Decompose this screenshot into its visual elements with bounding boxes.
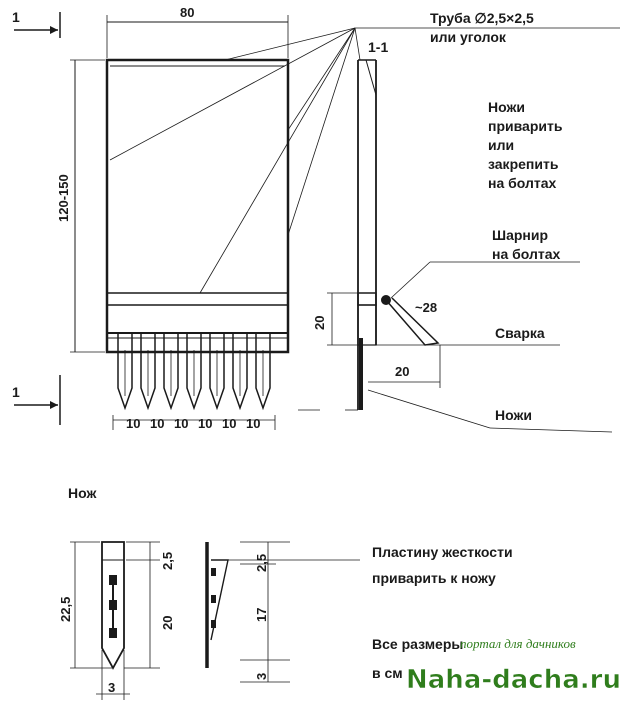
knives-fix-line2: приварить — [488, 118, 563, 134]
watermark: портал для дачников Naha-dacha.ru — [406, 636, 620, 695]
knife-dim-top: 2,5 — [160, 552, 175, 570]
knife-front-outline — [101, 541, 125, 670]
units-note-line2: в см — [372, 665, 403, 681]
pipe-callout-line1: Труба ∅2,5×2,5 — [430, 10, 534, 26]
knife-detail: Нож 22,5 2,5 20 3 — [58, 485, 513, 700]
section-view: 1-1 20 ~28 20 — [298, 39, 613, 433]
frame-outline — [105, 58, 290, 354]
plate-note-line2: приварить к ножу — [372, 570, 496, 586]
knife — [186, 333, 202, 411]
knives-fix-line3: или — [488, 137, 514, 153]
spacing-dim: 10 — [198, 416, 212, 431]
watermark-tagline: портал для дачников — [460, 636, 576, 651]
knives-row — [117, 333, 271, 411]
plate-note-line1: Пластину жесткости — [372, 544, 513, 560]
section-dim-height: 20 — [312, 316, 327, 330]
spacing-dim: 10 — [150, 416, 164, 431]
side-dim-top: 2,5 — [254, 554, 269, 572]
knife-dim-body: 20 — [160, 616, 175, 630]
hinge-callout-line2: на болтах — [492, 246, 561, 262]
height-dim-label: 120-150 — [56, 174, 71, 222]
pipe-leaders — [109, 27, 620, 294]
knives-callout: Ножи — [495, 407, 532, 423]
spacing-dim: 10 — [126, 416, 140, 431]
spacing-dim: 10 — [174, 416, 188, 431]
side-dim-mid: 17 — [254, 608, 269, 622]
knife-detail-title: Нож — [68, 485, 97, 501]
pipe-callout-line2: или уголок — [430, 29, 507, 45]
watermark-site: Naha-dacha.ru — [406, 665, 620, 695]
section-dim-angle: ~28 — [415, 300, 437, 315]
knife — [255, 333, 271, 411]
section-mark-bottom: 1 — [12, 384, 20, 400]
knife — [140, 333, 156, 411]
front-view: 80 120-150 1 1 10 10 10 10 10 10 — [12, 5, 620, 431]
knife-dim-width: 3 — [108, 680, 115, 695]
knife — [163, 333, 179, 411]
knife — [232, 333, 248, 411]
spacing-dim: 10 — [246, 416, 260, 431]
spacing-dim: 10 — [222, 416, 236, 431]
knives-fix-line5: на болтах — [488, 175, 557, 191]
hinge-callout-line1: Шарнир — [492, 227, 548, 243]
knife — [209, 333, 225, 411]
units-note-line1: Все размеры — [372, 636, 463, 652]
knives-fix-line1: Ножи — [488, 99, 525, 115]
knife — [117, 333, 133, 411]
section-title: 1-1 — [368, 39, 388, 55]
section-mark-top: 1 — [12, 9, 20, 25]
welding-callout: Сварка — [495, 325, 545, 341]
callouts: Труба ∅2,5×2,5 или уголок Ножи приварить… — [430, 10, 563, 423]
side-dim-bottom: 3 — [254, 673, 269, 680]
knives-fix-line4: закрепить — [488, 156, 559, 172]
width-dim-label: 80 — [180, 5, 194, 20]
section-dim-width: 20 — [395, 364, 409, 379]
knife-dim-total: 22,5 — [58, 597, 73, 622]
